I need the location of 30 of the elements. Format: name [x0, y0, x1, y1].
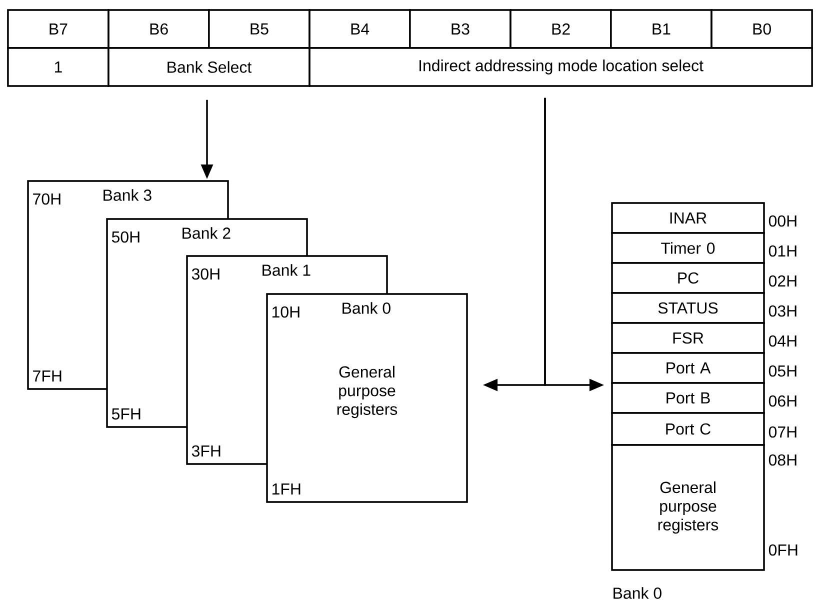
table-cell: B5 [208, 9, 310, 49]
register-cell: Port B [611, 382, 765, 414]
table-cell: B2 [510, 9, 612, 49]
table-cell: B0 [710, 9, 813, 49]
address-label: 00H [768, 215, 796, 227]
register-cell: Port C [611, 412, 765, 446]
address-label: 04H [768, 335, 796, 347]
address-label: 0FH [768, 544, 798, 556]
address-label: 03H [768, 305, 796, 317]
table-cell: B3 [409, 9, 512, 49]
table-cell: B7 [7, 9, 110, 49]
register-cell: Timer 0 [611, 232, 765, 264]
address-label: 07H [768, 426, 796, 438]
address-label: 06H [768, 395, 796, 407]
address-label: 08H [768, 454, 796, 466]
table-cell: B4 [308, 9, 411, 49]
register-cell: FSR [611, 322, 765, 354]
table-cell: 1 [7, 47, 110, 87]
register-cell: PC [611, 262, 765, 294]
address-label: 05H [768, 365, 796, 377]
register-cell: STATUS [611, 292, 765, 324]
caption-label: Bank 0 [614, 587, 662, 599]
table-cell: B1 [610, 9, 712, 49]
address-label: 01H [768, 245, 796, 257]
register-cell: INAR [611, 202, 765, 234]
table-cell: B6 [108, 9, 210, 49]
address-label: 02H [768, 275, 796, 287]
table-cell: Bank Select [108, 47, 310, 87]
register-cell: Port A [611, 352, 765, 384]
memory-bank-box: 10H Bank 0 General purpose registers 1FH [266, 293, 468, 503]
